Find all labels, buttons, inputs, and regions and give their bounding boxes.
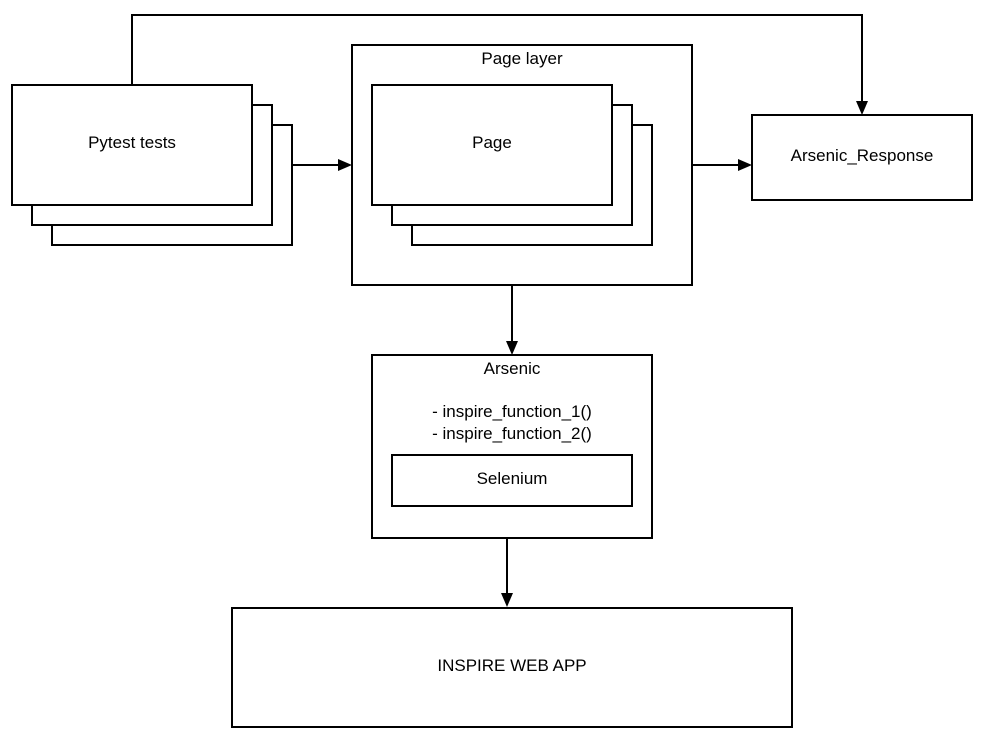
arsenic-box [371,354,653,539]
inspire-web-app-group: INSPIRE WEB APP [231,607,793,728]
arrowhead-page-layer [338,159,352,171]
pytest-tests-label: Pytest tests [88,133,176,152]
arrowhead-arsenic [506,341,518,355]
arsenic-label: Arsenic [484,359,541,378]
page-layer-group: Page layer Page [351,44,693,286]
arsenic-function-1: - inspire_function_1() [432,402,592,421]
edge-pytest-to-arsenic-response [131,14,863,103]
pytest-tests-stack: Pytest tests [11,84,293,246]
arsenic-response-label: Arsenic_Response [791,146,934,165]
page-box [371,84,613,206]
arsenic-group: Arsenic - inspire_function_1() - inspire… [371,354,653,539]
selenium-box [391,454,633,507]
inspire-web-app-label: INSPIRE WEB APP [437,656,586,675]
arsenic-function-2: - inspire_function_2() [432,424,592,443]
pytest-tests-box [11,84,253,206]
arrowhead-inspire-web-app [501,593,513,607]
page-label: Page [472,133,512,152]
arsenic-response-box [751,114,973,201]
arrowhead-arsenic-response-top [856,101,868,115]
arrowhead-arsenic-response-left [738,159,752,171]
inspire-web-app-box [231,607,793,728]
selenium-label: Selenium [477,469,548,488]
arsenic-response-group: Arsenic_Response [751,114,973,201]
page-layer-label: Page layer [481,49,563,68]
